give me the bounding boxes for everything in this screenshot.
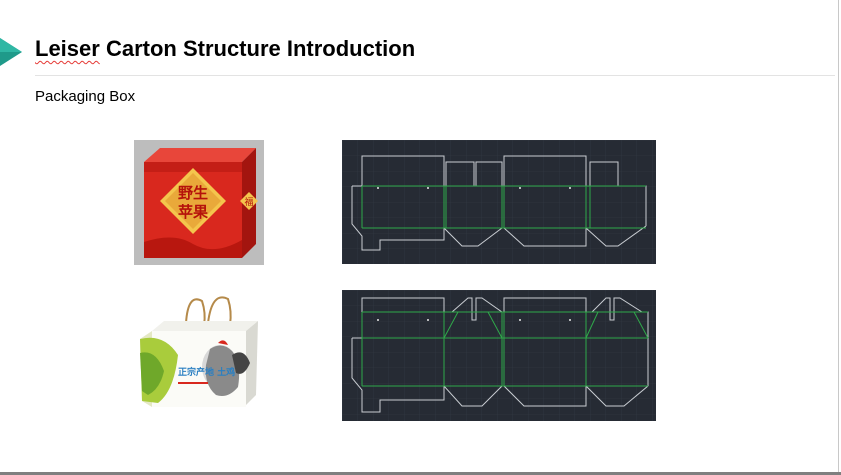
slide-subtitle: Packaging Box [35,88,136,105]
slide-right-border [838,0,839,475]
title-divider [35,75,835,76]
fruit-box-text-2: 苹果 [178,203,209,221]
title-rest: Carton Structure Introduction [99,36,416,61]
slide-bottom-border [0,472,841,475]
chicken-box-photo: 正宗产地 土鸡 [134,291,266,421]
fruit-box-badge: 福 [244,196,253,208]
fruit-box-text-1: 野生 [178,184,208,202]
title-first-word: Leiser [35,36,100,61]
slide-title: Leiser Carton Structure Introduction [35,36,415,62]
fruit-box-photo: 野生 苹果 福 [134,140,264,265]
title-arrow-marker [0,38,22,66]
box-dieline-drawing-2 [342,290,656,421]
chicken-box-slogan: 正宗产地 土鸡 [178,366,235,378]
box-dieline-drawing-1 [342,140,656,264]
